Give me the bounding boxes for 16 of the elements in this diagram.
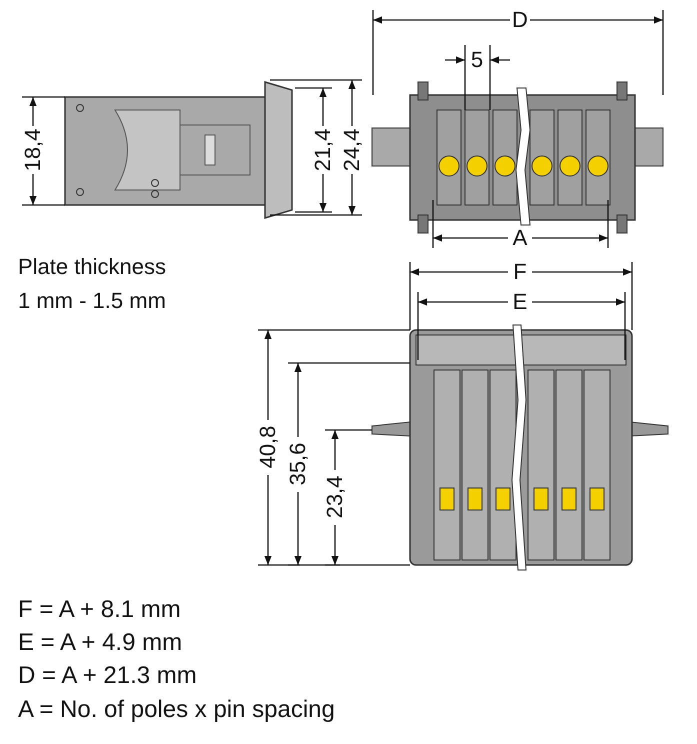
formula-text: A = No. of poles x pin spacing [18, 696, 335, 725]
dimension-label: E [512, 288, 528, 316]
dimension-label: 21,4 [310, 128, 336, 172]
dimension-label: F [513, 258, 527, 286]
dimension-label: 24,4 [338, 128, 365, 172]
dimension-label: 40,8 [254, 426, 281, 468]
formula-text: D = A + 21.3 mm [18, 662, 197, 691]
dimension-label: A [512, 224, 528, 252]
dimension-label: 5 [470, 46, 484, 74]
dimension-label: 23,4 [322, 476, 348, 518]
dimension-label: 18,4 [20, 128, 46, 172]
formula-text: F = A + 8.1 mm [18, 596, 181, 625]
formula-text: E = A + 4.9 mm [18, 629, 182, 658]
plate-thickness-note: Plate thickness 1 mm - 1.5 mm [18, 253, 167, 316]
dimension-label: D [512, 6, 528, 34]
dimension-label: 35,6 [284, 442, 311, 486]
